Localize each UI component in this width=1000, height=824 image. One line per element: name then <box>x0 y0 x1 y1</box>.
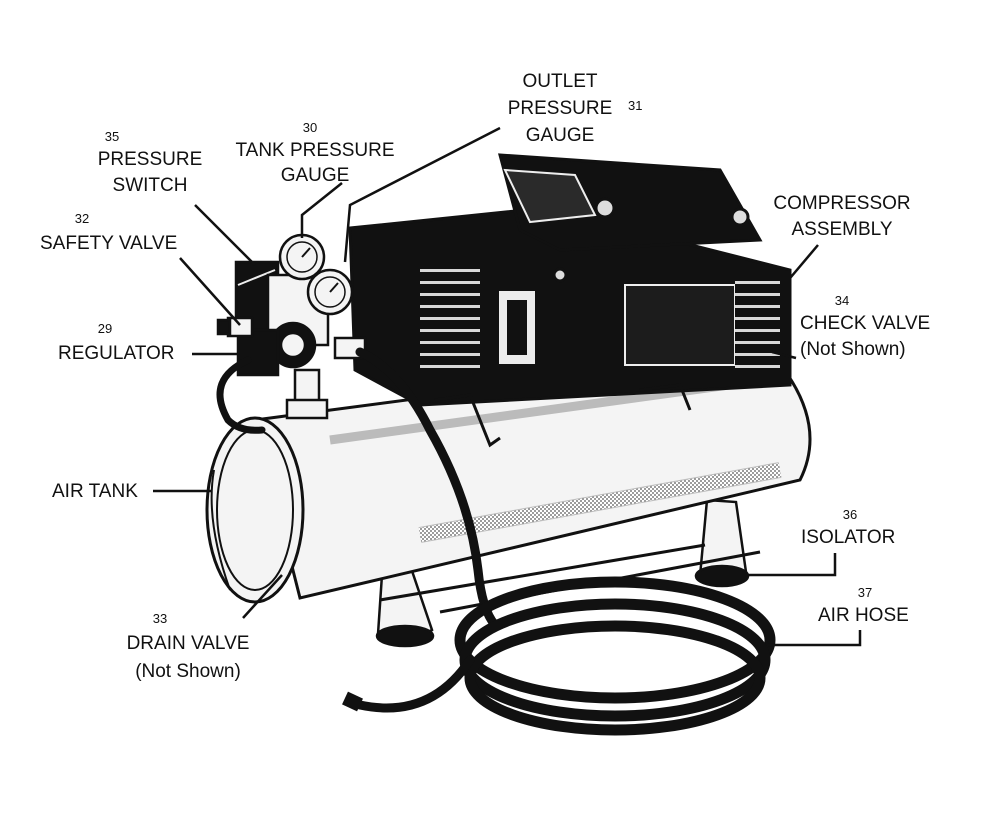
drain-valve-number: 33 <box>152 611 168 626</box>
pressure-switch-number: 35 <box>104 129 120 144</box>
tank-gauge-label-line-1: TANK PRESSURE <box>235 140 395 161</box>
compressor-assembly-label-line-2: ASSEMBLY <box>791 219 893 240</box>
safety-valve-number: 32 <box>74 211 90 226</box>
regulator-number: 29 <box>97 321 113 336</box>
isolator-number: 36 <box>842 507 858 522</box>
outlet-gauge-label-line-1: OUTLET <box>522 71 598 92</box>
air-tank-body <box>205 350 812 604</box>
isolator-label: ISOLATOR <box>801 527 896 548</box>
pressure-switch-label-line-2: SWITCH <box>112 175 188 196</box>
tank-gauge-number: 30 <box>302 120 318 135</box>
safety-valve-label: SAFETY VALVE <box>40 233 178 254</box>
pressure-switch-label-line-1: PRESSURE <box>97 149 203 170</box>
drain-valve-label-line-1: DRAIN VALVE <box>126 633 250 654</box>
outlet-gauge-label-line-3: GAUGE <box>525 125 595 146</box>
air-hose-number: 37 <box>857 585 873 600</box>
leader-lines <box>153 126 862 647</box>
check-valve-label-line-2: (Not Shown) <box>800 339 906 360</box>
manifold-assembly <box>216 233 367 420</box>
hose-lines <box>216 347 776 736</box>
drain-valve-label-line-2: (Not Shown) <box>135 661 241 682</box>
air-tank-label: AIR TANK <box>52 481 138 502</box>
air-hose-label: AIR HOSE <box>818 605 909 626</box>
compressor-assembly-label-line-1: COMPRESSOR <box>773 193 911 214</box>
check-valve-label-line-1: CHECK VALVE <box>800 313 931 334</box>
regulator-label: REGULATOR <box>58 343 175 364</box>
outlet-gauge-label-line-2: PRESSURE <box>507 98 613 119</box>
compressor-housing <box>348 153 792 448</box>
outlet-gauge-number: 31 <box>628 98 643 113</box>
check-valve-number: 34 <box>834 293 850 308</box>
tank-gauge-label-line-2: GAUGE <box>280 165 350 186</box>
